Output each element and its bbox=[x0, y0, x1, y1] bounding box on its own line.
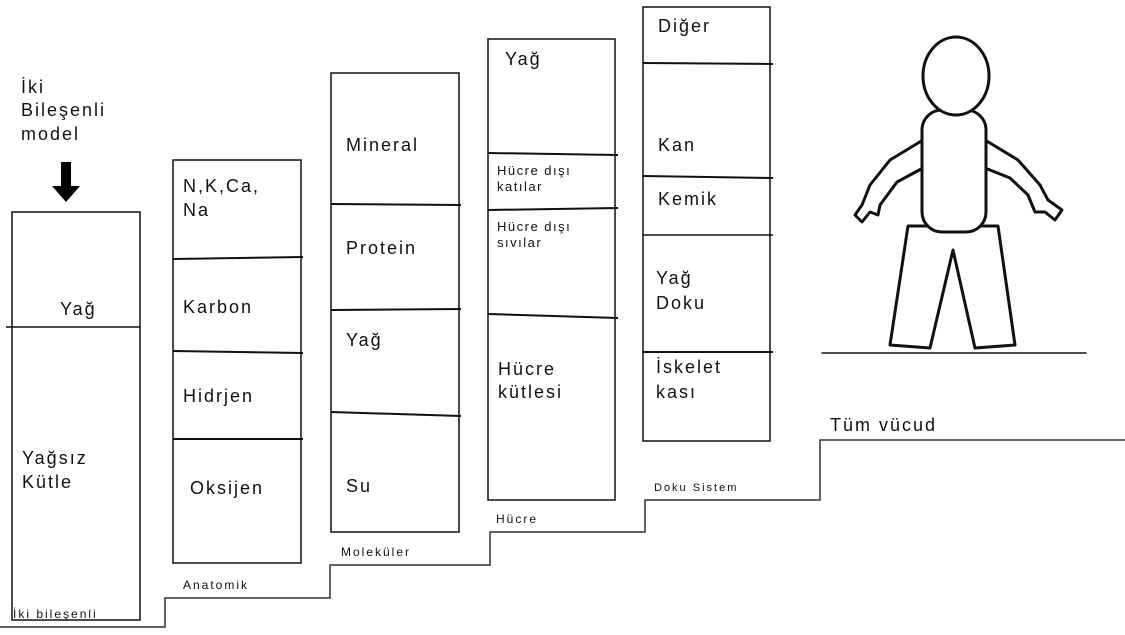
cellular-cell-1: Yağ bbox=[505, 49, 542, 69]
fat-label: Yağ bbox=[60, 299, 97, 319]
tissue-cell-3: Kemik bbox=[658, 189, 719, 209]
tissue-cell-1: Diğer bbox=[658, 16, 712, 36]
anatomic-cell-1: N,K,Ca, Na bbox=[183, 176, 261, 221]
anatomic-cell-2: Karbon bbox=[183, 297, 254, 317]
staircase-line bbox=[0, 439, 1125, 628]
tissue-cell-5: İskelet kası bbox=[656, 357, 723, 403]
down-arrow-icon bbox=[52, 162, 80, 202]
two-component-column bbox=[6, 211, 141, 621]
anatomic-cell-3: Hidrjen bbox=[183, 386, 255, 406]
level-cellular-label: Hücre bbox=[496, 512, 539, 526]
level-molecular-label: Moleküler bbox=[341, 545, 412, 559]
level-two-component-label: İki bileşenli bbox=[13, 607, 98, 621]
level-whole-body-label: Tüm vücud bbox=[830, 415, 938, 435]
molecular-cell-3: Yağ bbox=[346, 330, 383, 350]
molecular-cell-2: Protein bbox=[346, 238, 418, 258]
fat-free-mass-label: Yağsız Kütle bbox=[22, 448, 88, 493]
two-component-model-title: İki Bileşenli model bbox=[21, 77, 107, 144]
cellular-cell-4: Hücre kütlesi bbox=[498, 359, 564, 403]
cellular-cell-3: Hücre dışı sıvılar bbox=[497, 219, 572, 251]
cellular-column bbox=[487, 38, 619, 501]
level-tissue-system-label: Doku Sistem bbox=[654, 482, 739, 494]
anatomic-column bbox=[172, 159, 304, 564]
anatomic-cell-4: Oksijen bbox=[190, 478, 265, 498]
cellular-cell-2: Hücre dışı katılar bbox=[497, 163, 572, 195]
molecular-cell-1: Mineral bbox=[346, 135, 420, 155]
molecular-cell-4: Su bbox=[346, 476, 373, 496]
tissue-cell-4: Yağ Doku bbox=[656, 268, 707, 314]
human-figure-icon bbox=[821, 35, 1087, 354]
tissue-cell-2: Kan bbox=[658, 135, 697, 155]
molecular-column bbox=[330, 72, 462, 533]
tissue-system-column bbox=[642, 6, 774, 442]
level-anatomic-label: Anatomik bbox=[183, 578, 250, 592]
